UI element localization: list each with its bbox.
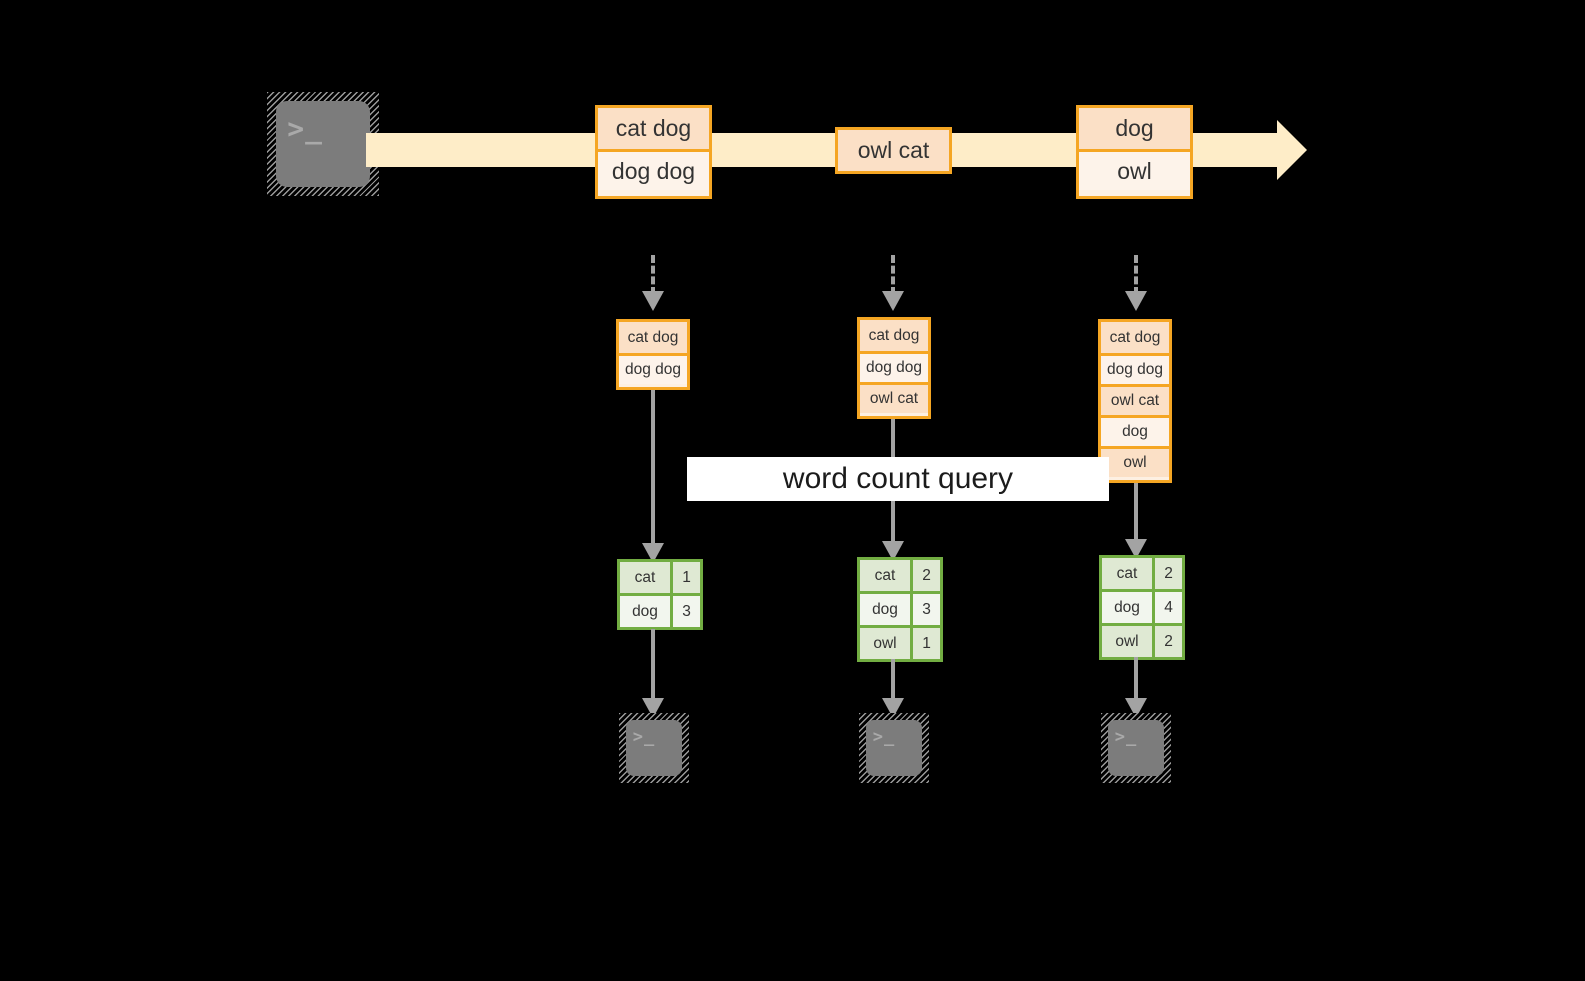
result-table-2: cat 2 dog 3 owl 1 bbox=[857, 557, 943, 662]
result-word-cell: cat bbox=[860, 560, 910, 591]
query-label-banner: word count query bbox=[687, 457, 1109, 501]
snapshot-connector-arrowhead-3 bbox=[1125, 291, 1147, 311]
snapshot-connector-dashed-3 bbox=[1134, 255, 1138, 295]
stream-event-row: owl cat bbox=[838, 130, 949, 171]
snapshot-row: owl cat bbox=[860, 382, 928, 413]
stream-event-row: cat dog bbox=[598, 108, 709, 149]
sink-terminal-icon-2: >_ bbox=[859, 713, 929, 783]
snapshot-row: dog dog bbox=[1101, 353, 1169, 384]
stream-event-box-1: cat dog dog dog bbox=[595, 105, 712, 199]
query-arrow-head-3 bbox=[1125, 539, 1147, 559]
stream-event-row: owl bbox=[1079, 149, 1190, 190]
result-word-cell: cat bbox=[1102, 558, 1152, 589]
result-row: cat 1 bbox=[620, 562, 700, 593]
source-terminal-icon: >_ bbox=[267, 92, 379, 196]
query-arrow-line-1 bbox=[651, 390, 655, 545]
snapshot-connector-dashed-1 bbox=[651, 255, 655, 295]
query-label-text: word count query bbox=[782, 462, 1014, 495]
snapshot-connector-arrowhead-1 bbox=[642, 291, 664, 311]
result-count-cell: 4 bbox=[1152, 592, 1182, 623]
sink-terminal-screen-2: >_ bbox=[866, 720, 922, 776]
snapshot-row: cat dog bbox=[619, 322, 687, 353]
sink-terminal-screen-3: >_ bbox=[1108, 720, 1164, 776]
snapshot-box-2: cat dog dog dog owl cat bbox=[857, 317, 931, 419]
sink-terminal-icon-1: >_ bbox=[619, 713, 689, 783]
query-arrow-line-3 bbox=[1134, 483, 1138, 541]
sink-arrow-line-1 bbox=[651, 629, 655, 701]
result-word-cell: dog bbox=[1102, 592, 1152, 623]
snapshot-box-3: cat dog dog dog owl cat dog owl bbox=[1098, 319, 1172, 483]
snapshot-row: owl cat bbox=[1101, 384, 1169, 415]
result-table-1: cat 1 dog 3 bbox=[617, 559, 703, 630]
stream-event-row: dog bbox=[1079, 108, 1190, 149]
snapshot-row: cat dog bbox=[1101, 322, 1169, 353]
result-word-cell: owl bbox=[860, 628, 910, 659]
result-count-cell: 2 bbox=[1152, 558, 1182, 589]
result-row: owl 1 bbox=[860, 625, 940, 659]
query-arrow-head-1 bbox=[642, 543, 664, 563]
result-count-cell: 2 bbox=[910, 560, 940, 591]
result-row: dog 3 bbox=[620, 593, 700, 627]
result-word-cell: dog bbox=[860, 594, 910, 625]
snapshot-row: dog dog bbox=[860, 351, 928, 382]
stream-event-box-3: dog owl bbox=[1076, 105, 1193, 199]
result-row: dog 3 bbox=[860, 591, 940, 625]
result-table-3: cat 2 dog 4 owl 2 bbox=[1099, 555, 1185, 660]
sink-arrow-line-3 bbox=[1134, 657, 1138, 701]
result-word-cell: owl bbox=[1102, 626, 1152, 657]
source-terminal-prompt-glyph: >_ bbox=[287, 111, 323, 145]
result-count-cell: 2 bbox=[1152, 626, 1182, 657]
snapshot-connector-dashed-2 bbox=[891, 255, 895, 295]
stream-event-row: dog dog bbox=[598, 149, 709, 190]
result-count-cell: 1 bbox=[910, 628, 940, 659]
sink-arrow-line-2 bbox=[891, 659, 895, 701]
stream-event-box-2: owl cat bbox=[835, 127, 952, 174]
sink-terminal-screen-1: >_ bbox=[626, 720, 682, 776]
result-count-cell: 3 bbox=[670, 596, 700, 627]
sink-terminal-prompt-glyph-2: >_ bbox=[872, 726, 896, 747]
result-count-cell: 3 bbox=[910, 594, 940, 625]
snapshot-row: dog dog bbox=[619, 353, 687, 384]
result-word-cell: cat bbox=[620, 562, 670, 593]
result-word-cell: dog bbox=[620, 596, 670, 627]
snapshot-connector-arrowhead-2 bbox=[882, 291, 904, 311]
sink-terminal-prompt-glyph-1: >_ bbox=[632, 726, 656, 747]
result-row: owl 2 bbox=[1102, 623, 1182, 657]
sink-terminal-icon-3: >_ bbox=[1101, 713, 1171, 783]
sink-terminal-prompt-glyph-3: >_ bbox=[1114, 726, 1138, 747]
result-count-cell: 1 bbox=[670, 562, 700, 593]
result-row: dog 4 bbox=[1102, 589, 1182, 623]
snapshot-box-1: cat dog dog dog bbox=[616, 319, 690, 390]
snapshot-row: owl bbox=[1101, 446, 1169, 477]
query-arrow-head-2 bbox=[882, 541, 904, 561]
result-row: cat 2 bbox=[1102, 558, 1182, 589]
source-terminal-screen: >_ bbox=[276, 101, 370, 187]
snapshot-row: dog bbox=[1101, 415, 1169, 446]
stream-arrowhead bbox=[1277, 120, 1307, 180]
result-row: cat 2 bbox=[860, 560, 940, 591]
snapshot-row: cat dog bbox=[860, 320, 928, 351]
